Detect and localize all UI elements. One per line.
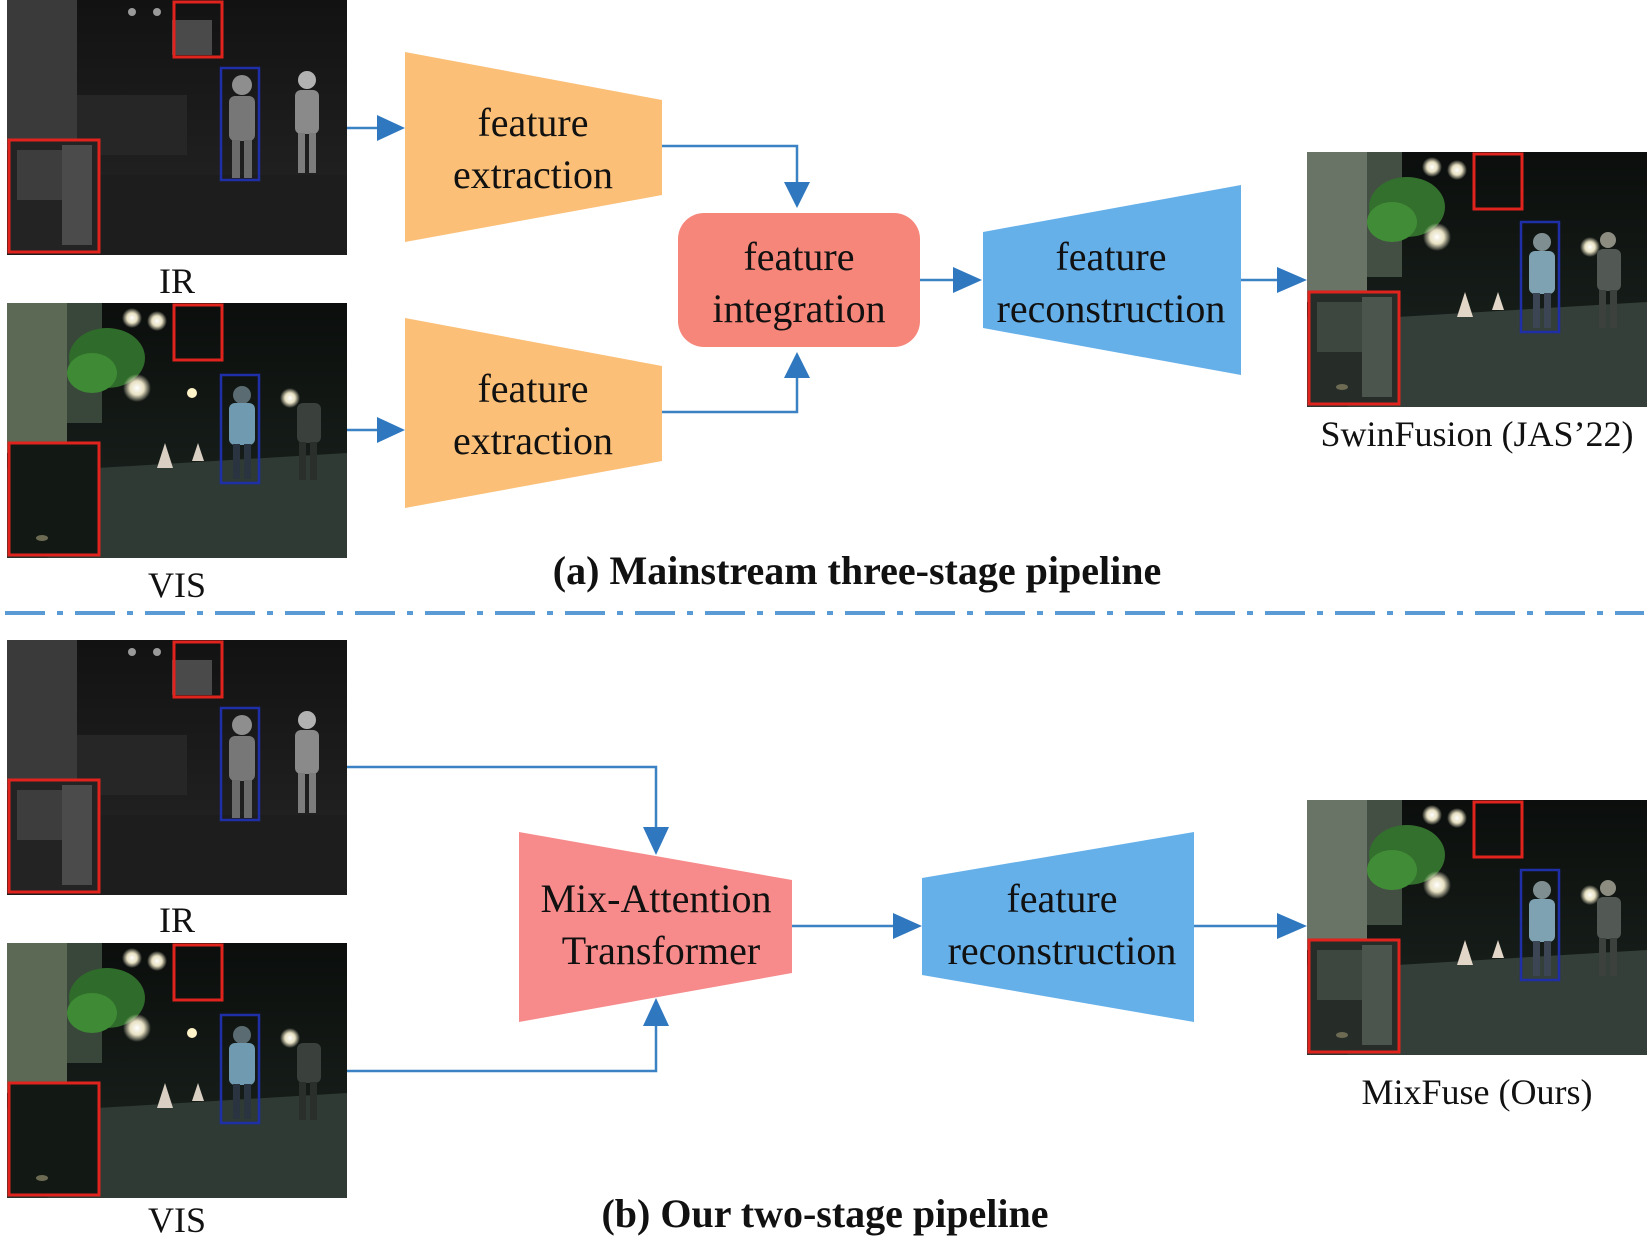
reconstruction-a-line1: feature — [1055, 234, 1166, 279]
arrowhead-icon — [1277, 913, 1307, 939]
arrow-extraction-to-integration-bottom — [662, 375, 799, 414]
arrow-ir-to-transformer — [347, 765, 658, 830]
arrowhead-icon — [784, 352, 810, 378]
swinfusion-output-image — [1307, 152, 1647, 407]
reconstruction-a-line2: reconstruction — [997, 286, 1226, 331]
panel-b-ir-label: IR — [159, 900, 195, 940]
feature-reconstruction-block-b — [922, 832, 1194, 1022]
panel-a-ir-image — [7, 0, 347, 255]
swinfusion-label: SwinFusion (JAS’22) — [1320, 414, 1633, 454]
panel-b-vis-label: VIS — [148, 1200, 206, 1237]
arrow-vis-to-transformer — [347, 1023, 658, 1073]
integration-line1: feature — [743, 234, 854, 279]
extraction-bottom-line1: feature — [477, 366, 588, 411]
arrow-extraction-to-integration-top — [662, 144, 799, 185]
arrowhead-icon — [784, 182, 810, 208]
integration-line2: integration — [712, 286, 885, 331]
caption-a: (a) Mainstream three-stage pipeline — [553, 548, 1161, 593]
mix-attention-transformer-block — [519, 832, 792, 1022]
arrowhead-icon — [377, 417, 405, 443]
transformer-line2: Transformer — [562, 928, 761, 973]
panel-a-vis-label: VIS — [148, 565, 206, 605]
panel-b-ir-image — [7, 640, 347, 895]
panel-b-vis-image — [7, 943, 347, 1198]
feature-integration-block — [678, 213, 920, 347]
feature-reconstruction-block-a — [983, 185, 1241, 375]
extraction-bottom-line2: extraction — [453, 418, 613, 463]
arrowhead-icon — [893, 913, 922, 939]
arrowhead-icon — [643, 998, 669, 1026]
panel-b: IR VIS Mix-Attention Transformer feature… — [7, 640, 1647, 1237]
arrowhead-icon — [643, 827, 669, 855]
arrowhead-icon — [377, 115, 405, 141]
panel-a: IR VIS feature extraction feature extrac… — [7, 0, 1647, 605]
arrowhead-icon — [953, 267, 982, 293]
panel-a-vis-image — [7, 303, 347, 558]
extraction-top-line2: extraction — [453, 152, 613, 197]
mixfuse-output-image — [1307, 800, 1647, 1055]
transformer-line1: Mix-Attention — [540, 876, 771, 921]
extraction-top-line1: feature — [477, 100, 588, 145]
caption-b: (b) Our two-stage pipeline — [601, 1191, 1048, 1236]
arrowhead-icon — [1277, 267, 1307, 293]
reconstruction-b-line2: reconstruction — [948, 928, 1177, 973]
reconstruction-b-line1: feature — [1006, 876, 1117, 921]
feature-extraction-block-bottom — [405, 318, 662, 508]
feature-extraction-block-top — [405, 52, 662, 242]
panel-a-ir-label: IR — [159, 261, 195, 301]
mixfuse-label: MixFuse (Ours) — [1362, 1072, 1593, 1112]
